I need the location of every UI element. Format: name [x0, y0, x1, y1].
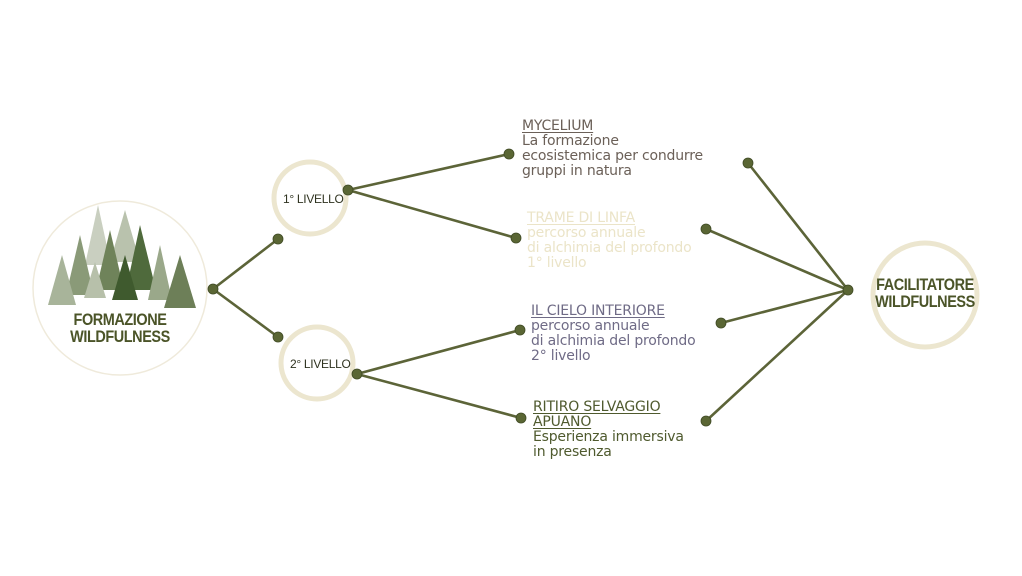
connector-line — [346, 152, 511, 192]
course-desc: 1° livello — [527, 255, 587, 271]
level2-label: 2° LIVELLO — [290, 357, 351, 371]
goal-title-line1: FACILITATORE — [876, 275, 974, 294]
root-circle — [32, 200, 208, 376]
course-title[interactable]: MYCELIUM — [522, 118, 594, 134]
connector-dot — [351, 368, 363, 380]
level1-label: 1° LIVELLO — [283, 192, 344, 206]
course-mycelium[interactable]: MYCELIUM La formazione ecosistemica per … — [522, 119, 703, 179]
course-desc: percorso annuale — [527, 225, 646, 241]
course-desc: 2° livello — [531, 348, 591, 364]
course-desc: di alchimia del profondo — [527, 240, 692, 256]
level2-ring — [278, 324, 356, 402]
course-cielo-interiore[interactable]: IL CIELO INTERIORE percorso annuale di a… — [531, 303, 696, 364]
connector-dot — [742, 157, 754, 169]
connector-dot — [700, 223, 712, 235]
connector-dot — [514, 324, 526, 336]
connector-dot — [510, 232, 522, 244]
connector-line — [719, 288, 850, 325]
trees-illustration — [48, 205, 196, 308]
course-trame-di-linfa[interactable]: TRAME DI LINFA percorso annuale di alchi… — [527, 210, 692, 271]
connector-dot — [715, 317, 727, 329]
course-ritiro-selvaggio[interactable]: RITIRO SELVAGGIO APUANO Esperienza immer… — [533, 400, 684, 460]
course-desc: di alchimia del profondo — [531, 333, 696, 349]
connector-dot — [272, 331, 284, 343]
course-title[interactable]: TRAME DI LINFA — [527, 210, 635, 226]
connector-line — [211, 237, 280, 291]
course-title[interactable]: APUANO — [533, 414, 592, 430]
course-desc: in presenza — [533, 444, 612, 460]
connector-dot — [272, 233, 284, 245]
root-title: FORMAZIONE WILDFULNESS — [52, 311, 188, 345]
connector-dot — [342, 184, 354, 196]
course-desc: La formazione — [522, 133, 619, 149]
connector-line — [211, 287, 280, 339]
connector-dot — [515, 412, 527, 424]
connector-line — [746, 161, 850, 292]
course-desc: percorso annuale — [531, 318, 650, 334]
root-title-line2: WILDFULNESS — [70, 327, 170, 346]
connector-line — [346, 188, 518, 240]
connector-line — [704, 227, 850, 292]
course-desc: Esperienza immersiva — [533, 429, 684, 445]
connector-dot — [503, 148, 515, 160]
level1-ring — [271, 159, 349, 237]
connector-line — [355, 372, 523, 420]
course-title[interactable]: RITIRO SELVAGGIO — [533, 399, 661, 415]
course-desc: gruppi in natura — [522, 163, 632, 179]
connector-dot — [207, 283, 219, 295]
connector-dot — [700, 415, 712, 427]
root-title-line1: FORMAZIONE — [73, 310, 167, 329]
course-title[interactable]: IL CIELO INTERIORE — [531, 303, 665, 319]
connector-line — [355, 328, 522, 376]
connector-line — [704, 288, 850, 423]
goal-title: FACILITATORE WILDFULNESS — [857, 276, 993, 310]
course-desc: ecosistemica per condurre — [522, 148, 703, 164]
connector-dot — [842, 284, 854, 296]
goal-ring — [870, 240, 980, 350]
goal-title-line2: WILDFULNESS — [875, 292, 975, 311]
